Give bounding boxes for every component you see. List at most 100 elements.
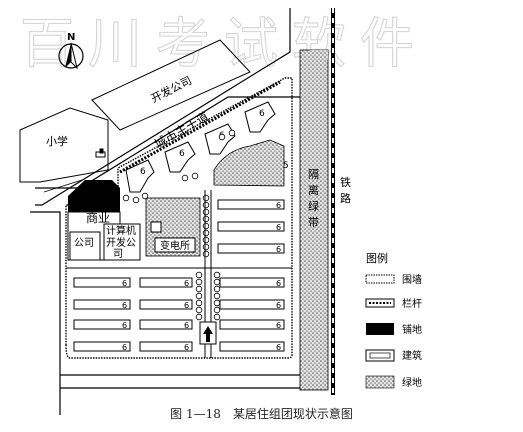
label-company: 公司	[74, 238, 94, 249]
floor-count-label: 6	[276, 343, 281, 352]
tree-symbol	[195, 292, 203, 300]
green-belt-label: 隔 离 绿 带	[308, 168, 319, 229]
row-building	[73, 341, 131, 352]
substation-building	[154, 237, 196, 253]
svg-text:铁: 铁	[340, 176, 351, 189]
legend-swatch-greenery	[365, 375, 395, 389]
tree-symbol	[122, 194, 130, 202]
north-label: N	[67, 32, 75, 43]
legend-label-greenery: 绿地	[402, 376, 422, 389]
row-building	[73, 277, 131, 288]
central-greenery	[213, 139, 285, 187]
tree-symbol	[202, 250, 210, 258]
tree-symbol	[213, 299, 221, 307]
legend-label-building: 建筑	[402, 349, 422, 362]
main-road	[30, 8, 315, 415]
tree-symbol	[218, 133, 226, 141]
svg-text:5: 5	[283, 161, 289, 171]
tree-symbol	[213, 292, 221, 300]
tree-symbol	[195, 285, 203, 293]
watermark-text: 百川考试软件	[20, 12, 428, 75]
entrance-arrow-icon	[199, 321, 217, 345]
svg-text:6: 6	[259, 109, 265, 119]
row-building	[139, 319, 193, 330]
label-computer-company-1: 计算机	[106, 224, 136, 237]
row-building	[217, 243, 285, 254]
row-building	[139, 341, 193, 352]
tree-symbol	[191, 172, 199, 180]
floor-count-label: 6	[184, 343, 189, 352]
angled-buildings	[125, 101, 276, 193]
row-building	[73, 319, 131, 330]
commercial-buildings	[67, 211, 141, 261]
floor-count-label: 6	[276, 223, 281, 232]
legend-label-paving: 铺地	[402, 323, 422, 336]
tree-symbol	[202, 236, 210, 244]
tree-symbol	[213, 285, 221, 293]
legend-swatch-paving	[366, 323, 394, 335]
substation-small-box	[150, 221, 162, 233]
row-building	[217, 221, 285, 232]
tree-symbol	[202, 222, 210, 230]
legend-label-railing: 栏杆	[402, 297, 422, 310]
tree-symbol	[202, 201, 210, 209]
row-building	[219, 341, 285, 352]
legend-label-wall: 围墙	[402, 273, 422, 286]
tree-symbol	[202, 229, 210, 237]
tree-symbol	[213, 271, 221, 279]
north-arrow-icon: N	[58, 32, 84, 70]
tree-symbol	[132, 196, 140, 204]
floor-count-label: 6	[276, 279, 281, 288]
tree-symbol	[141, 192, 149, 200]
tree-symbol	[213, 306, 221, 314]
tree-symbol	[202, 208, 210, 216]
commercial-paving	[68, 180, 120, 212]
label-dev-company-top: 开发公司	[148, 73, 194, 105]
row-building	[219, 299, 285, 310]
tree-symbol	[195, 306, 203, 314]
svg-text:6: 6	[140, 167, 146, 177]
label-computer-company-3: 司	[113, 249, 123, 260]
row-building	[139, 277, 193, 288]
tree-symbol	[213, 278, 221, 286]
label-school: 小学	[46, 134, 68, 148]
residential-wall	[65, 77, 293, 359]
floor-count-label: 6	[184, 301, 189, 310]
row-building	[217, 199, 285, 210]
tree-symbol	[195, 313, 203, 321]
floor-count-label: 6	[276, 201, 281, 210]
floor-count-label: 6	[122, 343, 127, 352]
tree-symbol	[202, 215, 210, 223]
legend: 图例 围墙 栏杆 铺地 建筑 绿地	[365, 251, 422, 389]
floor-count-label: 6	[122, 301, 127, 310]
railway-label: 铁 路	[340, 176, 351, 205]
legend-swatch-wall	[365, 274, 395, 284]
isolation-green-belt	[299, 49, 329, 391]
svg-text:隔: 隔	[308, 168, 319, 181]
floor-count-label: 6	[276, 301, 281, 310]
gate-symbol	[95, 148, 106, 158]
label-commercial: 商业	[86, 210, 110, 225]
row-building	[139, 299, 193, 310]
row-building	[219, 277, 285, 288]
svg-text:6: 6	[179, 149, 185, 159]
tree-symbol	[181, 174, 189, 182]
tree-symbol	[202, 194, 210, 202]
tree-symbol	[195, 299, 203, 307]
tree-symbol	[195, 271, 203, 279]
svg-text:带: 带	[308, 216, 319, 229]
tree-symbol	[195, 278, 203, 286]
railing-top	[119, 80, 281, 174]
tree-symbol	[228, 129, 236, 137]
floor-count-label: 6	[276, 321, 281, 330]
svg-text:离: 离	[308, 183, 319, 197]
tree-symbol	[213, 313, 221, 321]
legend-title: 图例	[366, 251, 388, 265]
floor-count-label: 6	[122, 321, 127, 330]
floor-count-label: 6	[122, 279, 127, 288]
figure-caption: 图 1—18 某居住组团现状示意图	[170, 407, 353, 421]
label-computer-company-2: 开发公	[106, 236, 136, 249]
floor-count-label: 6	[184, 279, 189, 288]
